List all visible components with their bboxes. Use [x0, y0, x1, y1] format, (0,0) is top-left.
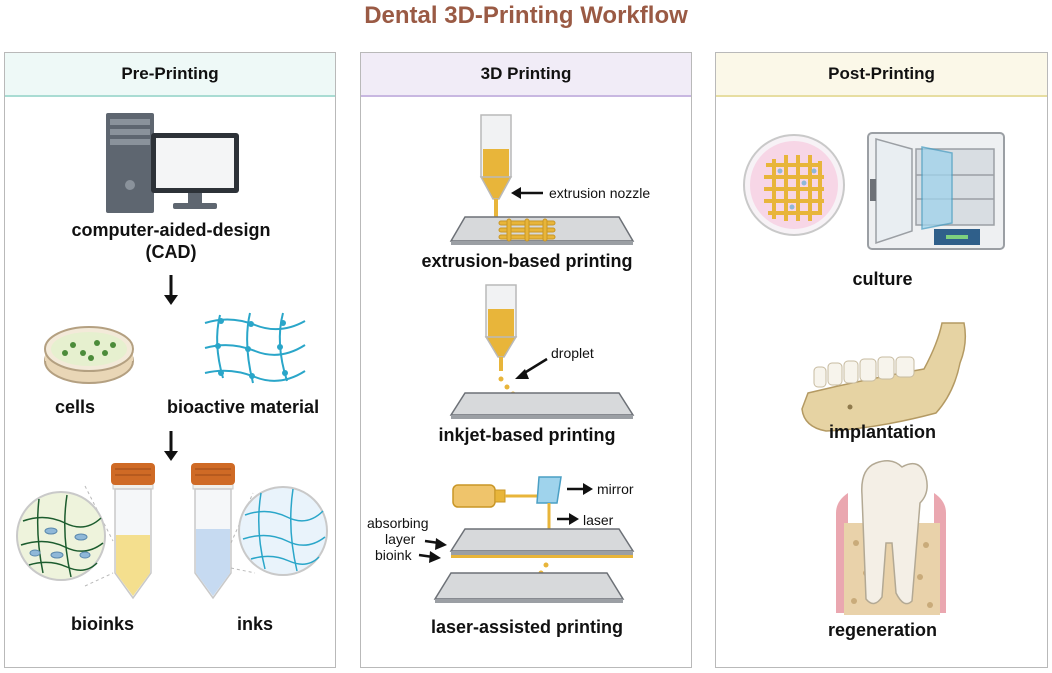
pre-printing-panel: Pre-Printing [4, 52, 336, 668]
donor-slide-icon [449, 528, 635, 558]
post-printing-panel: Post-Printing [715, 52, 1048, 668]
droplet-label: droplet [551, 345, 594, 361]
pre-printing-header: Pre-Printing [5, 53, 335, 97]
culture-label: culture [852, 269, 913, 289]
extrusion-nozzle-icon [479, 114, 513, 225]
laser-label: laser [583, 512, 614, 528]
petri-dish-icon [44, 326, 134, 384]
down-arrow-icon [164, 431, 178, 461]
extruded-lattice-icon [498, 218, 556, 242]
cad-label: computer-aided-design(CAD) [71, 220, 271, 262]
3d-printing-header: 3D Printing [361, 53, 691, 97]
laser-assisted-printing-label: laser-assisted printing [430, 617, 624, 637]
arrow-down-left-icon [515, 357, 548, 379]
laser-source-icon [452, 484, 541, 508]
mirror-label: mirror [597, 481, 634, 497]
bioink-label: bioink [375, 547, 412, 563]
inks-label: inks [237, 614, 274, 634]
extrusion-printing-label: extrusion-based printing [421, 251, 633, 271]
arrow-left-icon [511, 187, 543, 199]
mandible-icon [801, 322, 967, 432]
inkjet-nozzle-icon [484, 284, 518, 371]
monitor-icon [151, 133, 239, 209]
receiving-slide-icon [433, 572, 625, 603]
extrusion-nozzle-label: extrusion nozzle [549, 185, 651, 201]
post-printing-header: Post-Printing [716, 53, 1047, 97]
computer-tower-icon [106, 113, 154, 213]
incubator-icon [867, 132, 1005, 250]
down-arrow-icon [164, 275, 178, 305]
tooth-regeneration-icon [836, 460, 946, 615]
bioinks-label: bioinks [71, 614, 135, 634]
arrow-right-icon [418, 551, 441, 563]
culture-dish-icon [743, 134, 845, 236]
implantation-label: implantation [829, 422, 936, 442]
3d-printing-illustrations [418, 114, 635, 603]
bioactive-material-label: bioactive material [167, 397, 320, 417]
inkjet-printing-label: inkjet-based printing [438, 425, 616, 445]
pre-printing-illustrations [16, 113, 328, 600]
bioink-tube-icon [111, 463, 155, 600]
polymer-network-icon [204, 312, 306, 384]
print-bed-icon [449, 392, 635, 419]
post-printing-illustrations [743, 132, 1005, 615]
arrow-right-icon [567, 483, 593, 495]
bioink-magnifier-icon [16, 485, 114, 587]
arrow-right-icon [557, 513, 579, 525]
page-title: Dental 3D-Printing Workflow [364, 2, 688, 29]
cells-label: cells [55, 397, 96, 417]
ink-tube-icon [191, 463, 235, 600]
arrow-right-icon [424, 538, 447, 550]
3d-printing-panel: 3D Printing [360, 52, 692, 668]
mirror-icon [536, 476, 562, 533]
ink-magnifier-icon [230, 486, 328, 576]
regeneration-label: regeneration [827, 620, 938, 640]
